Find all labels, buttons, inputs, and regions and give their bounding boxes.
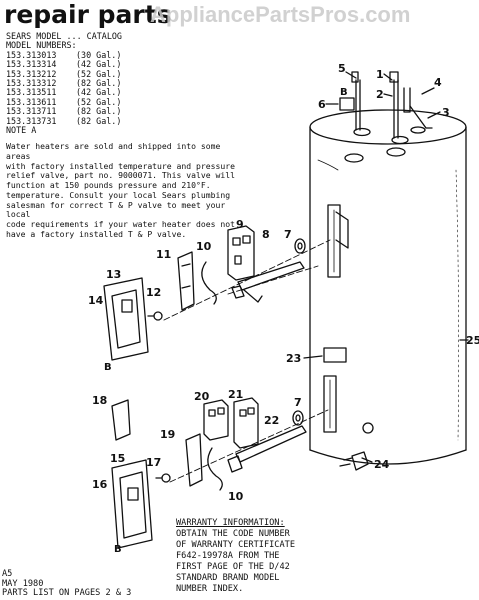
model-header: SEARS MODEL ... CATALOG MODEL NUMBERS: 1… xyxy=(6,31,211,136)
callout-12: 12 xyxy=(146,286,161,299)
callout-3: 3 xyxy=(442,106,450,119)
footer-code: A5 xyxy=(2,569,13,579)
callout-7-lower: 7 xyxy=(294,396,302,409)
note-line: temperature. Consult your local Sears pl… xyxy=(6,189,231,200)
callout-25: 25 xyxy=(466,334,479,347)
upper-bracket xyxy=(177,251,195,311)
warranty-line: OF WARRANTY CERTIFICATE xyxy=(176,540,295,550)
upper-element-leader xyxy=(227,265,319,295)
warranty-line: F642-19978A FROM THE xyxy=(176,551,280,561)
callout-7-upper: 7 xyxy=(284,228,292,241)
note-title: NOTE A xyxy=(6,125,37,136)
lower-leader-dash xyxy=(169,409,329,483)
lower-screw xyxy=(155,473,171,483)
lower-gasket xyxy=(292,410,304,426)
lower-element xyxy=(227,425,307,473)
upper-wire-clip xyxy=(201,261,217,305)
header-line: SEARS MODEL ... CATALOG xyxy=(6,31,122,41)
note-line: function at 150 pounds pressure and 210°… xyxy=(6,180,211,190)
leader-23 xyxy=(303,355,323,359)
callout-1: 1 xyxy=(376,68,384,81)
note-line: relief valve, part no. 9000071. This val… xyxy=(6,170,236,181)
lower-bracket-2 xyxy=(185,433,203,487)
callout-22: 22 xyxy=(264,414,279,427)
callout-b-mid: B xyxy=(104,362,112,373)
upper-element-opening xyxy=(327,204,349,278)
callout-20: 20 xyxy=(194,390,210,403)
model-row: 153.313013(30 Gal.) xyxy=(6,49,122,60)
page-title: repair parts xyxy=(4,0,172,29)
watermark: AppliancePartsPros.com xyxy=(150,2,411,27)
upper-gasket xyxy=(294,238,306,254)
footer-date: MAY 1980 xyxy=(2,578,44,589)
leader-5 xyxy=(345,71,357,79)
top-fittings xyxy=(339,71,433,163)
rating-label xyxy=(323,347,347,363)
tank-body xyxy=(309,109,467,465)
footer-parts-list: PARTS LIST ON PAGES 2 & 3 xyxy=(2,588,132,599)
callout-19: 19 xyxy=(160,428,175,441)
upper-screw xyxy=(147,311,163,321)
model-row: 153.313511(42 Gal.) xyxy=(6,87,122,98)
callout-14: 14 xyxy=(88,294,104,307)
callout-6: 6 xyxy=(318,98,326,111)
lower-wire-clip xyxy=(207,447,223,491)
model-row: 153.313731(82 Gal.) xyxy=(6,115,122,126)
note-line: have a factory installed T & P valve. xyxy=(6,228,187,239)
callout-8: 8 xyxy=(262,228,270,241)
warranty-line: OBTAIN THE CODE NUMBER xyxy=(176,529,290,539)
upper-leader-dash xyxy=(163,239,331,321)
upper-access-cover xyxy=(103,277,149,361)
callout-10-lower: 10 xyxy=(228,490,244,503)
upper-thermostat xyxy=(227,225,255,281)
model-row: 153.313314(42 Gal.) xyxy=(6,59,122,70)
leader-1 xyxy=(383,73,393,81)
callout-15: 15 xyxy=(110,452,125,465)
warranty-title: WARRANTY INFORMATION: xyxy=(176,518,285,528)
warranty-line: FIRST PAGE OF THE D/42 xyxy=(176,562,290,572)
callout-24: 24 xyxy=(374,458,390,471)
callout-5: 5 xyxy=(338,62,346,75)
callout-18: 18 xyxy=(92,394,107,407)
callout-b-top: B xyxy=(340,87,348,98)
note-body: Water heaters are sold and shipped into … xyxy=(6,141,236,240)
note-line: Water heaters are sold and shipped into … xyxy=(6,141,221,161)
callout-10-upper: 10 xyxy=(196,240,212,253)
model-row: 153.313611(52 Gal.) xyxy=(6,96,122,107)
warranty-line: STANDARD BRAND MODEL xyxy=(176,573,280,583)
lower-thermostat-2 xyxy=(233,397,259,449)
lower-access-cover xyxy=(111,459,153,549)
leader-4 xyxy=(421,87,435,95)
warranty-info: WARRANTY INFORMATION: OBTAIN THE CODE NU… xyxy=(176,518,346,595)
leader-2 xyxy=(383,93,393,97)
leader-3 xyxy=(427,111,441,119)
note-line: with factory installed temperature and p… xyxy=(6,160,236,171)
lower-thermostat xyxy=(203,399,229,441)
upper-element xyxy=(231,261,305,303)
model-row: 153.313212(52 Gal.) xyxy=(6,68,122,79)
model-list: 153.313013(30 Gal.) 153.313314(42 Gal.) … xyxy=(6,49,211,126)
note-line: code requirements if your water heater d… xyxy=(6,219,236,229)
note-line: salesman for correct T & P valve to meet… xyxy=(6,199,226,220)
callout-11: 11 xyxy=(156,248,171,261)
callout-17: 17 xyxy=(146,456,161,469)
model-row: 153.313711(82 Gal.) xyxy=(6,106,122,117)
lower-bracket xyxy=(111,399,131,441)
leader-24 xyxy=(361,457,373,463)
callout-13: 13 xyxy=(106,268,121,281)
model-row: 153.313312(82 Gal.) xyxy=(6,78,122,89)
footer: A5 MAY 1980 PARTS LIST ON PAGES 2 & 3 xyxy=(2,569,252,599)
callout-b-bot: B xyxy=(114,544,122,555)
model-numbers-label: MODEL NUMBERS: xyxy=(6,40,77,51)
callout-9: 9 xyxy=(236,218,244,231)
drain-valve xyxy=(339,422,374,471)
callout-2: 2 xyxy=(376,88,384,101)
callout-4: 4 xyxy=(434,76,442,89)
callout-16: 16 xyxy=(92,478,108,491)
warranty-line: NUMBER INDEX. xyxy=(176,584,244,594)
callout-21: 21 xyxy=(228,388,243,401)
callout-23: 23 xyxy=(286,352,301,365)
lower-element-opening xyxy=(323,375,337,433)
